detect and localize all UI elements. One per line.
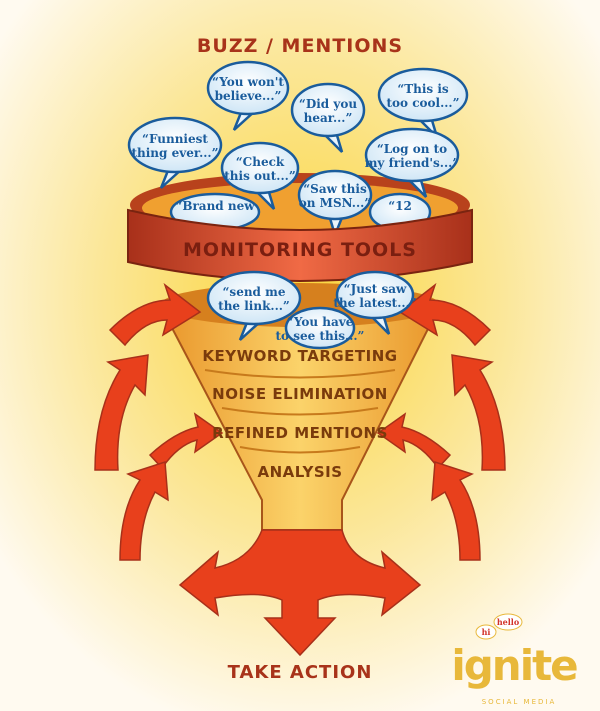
speech-bubble-text: “Did you — [299, 97, 357, 111]
arrow-right-lower-icon — [431, 460, 481, 561]
speech-bubble-text: too cool...” — [386, 96, 459, 110]
logo-wordmark: ignite — [451, 641, 577, 690]
speech-bubble-text: “Brand new — [175, 199, 255, 213]
speech-bubble-shape — [335, 270, 415, 320]
logo-bubble-hi: hi — [482, 627, 491, 637]
take-action-arrows-icon — [178, 529, 422, 657]
speech-bubble-text: to see this...” — [276, 329, 365, 343]
speech-bubble-text: thing ever...” — [131, 146, 218, 160]
speech-bubble-text: believe...” — [215, 89, 282, 103]
speech-bubble-text: this out...” — [224, 169, 295, 183]
arrow-right-mid-icon — [451, 354, 506, 471]
ignite-logo: hi hello ignite SOCIAL MEDIA — [451, 613, 579, 706]
speech-bubble-text: “Just saw — [344, 282, 407, 296]
speech-bubble-text: “You have — [287, 315, 354, 329]
speech-bubble-shape — [377, 67, 469, 123]
stage-labels: KEYWORD TARGETING NOISE ELIMINATION REFI… — [202, 347, 397, 481]
stage-keyword-targeting: KEYWORD TARGETING — [202, 347, 397, 365]
speech-bubble-text: “Check — [236, 155, 285, 169]
speech-bubble-text: hear...” — [304, 111, 353, 125]
speech-bubble-text: on MSN...” — [299, 196, 372, 210]
feedback-arrows — [94, 282, 506, 561]
speech-bubble-shape — [364, 127, 460, 183]
arrow-left-lower-icon — [119, 460, 169, 561]
speech-bubble-shape — [220, 141, 300, 195]
speech-bubble-shape — [284, 306, 356, 350]
title: BUZZ / MENTIONS — [197, 35, 403, 57]
monitoring-tools-label: MONITORING TOOLS — [183, 239, 417, 261]
logo-bubble-hello-shape — [493, 613, 523, 631]
arrow-left-inner-icon — [148, 412, 224, 470]
stage-analysis: ANALYSIS — [257, 463, 342, 481]
stage-noise-elimination: NOISE ELIMINATION — [212, 385, 388, 403]
speech-bubble-text: “This is — [397, 82, 449, 96]
speech-bubble-text: the link...” — [218, 299, 290, 313]
speech-bubble-text: “You won't — [212, 75, 284, 89]
speech-bubble-shape — [297, 169, 373, 221]
speech-bubble-text: “Saw this — [303, 182, 367, 196]
arrow-left-upper-icon — [108, 282, 202, 347]
stage-dividers — [204, 369, 396, 454]
logo-bubble-hello: hello — [497, 617, 520, 627]
stage-refined-mentions: REFINED MENTIONS — [212, 424, 388, 442]
speech-bubble-text: “12 — [388, 199, 412, 213]
take-action-label: TAKE ACTION — [228, 662, 373, 683]
speech-bubble-shape — [127, 116, 223, 174]
speech-bubble-text: the latest...” — [333, 296, 416, 310]
logo-bubble-hi-shape — [475, 624, 497, 640]
logo-tagline: SOCIAL MEDIA — [482, 698, 557, 706]
speech-bubble-text: “Funniest — [142, 132, 208, 146]
speech-bubble-shape — [290, 82, 366, 138]
speech-bubble-text: “send me — [223, 285, 286, 299]
speech-bubble-text: my friend's...” — [365, 156, 460, 170]
speech-bubble-shape — [206, 60, 290, 116]
speech-bubble: “Brand new — [169, 192, 261, 232]
arrow-right-inner-icon — [376, 412, 452, 470]
speech-bubble-shape — [206, 270, 302, 326]
arrow-left-mid-icon — [94, 354, 149, 471]
speech-bubble-text: “Log on to — [377, 142, 447, 156]
